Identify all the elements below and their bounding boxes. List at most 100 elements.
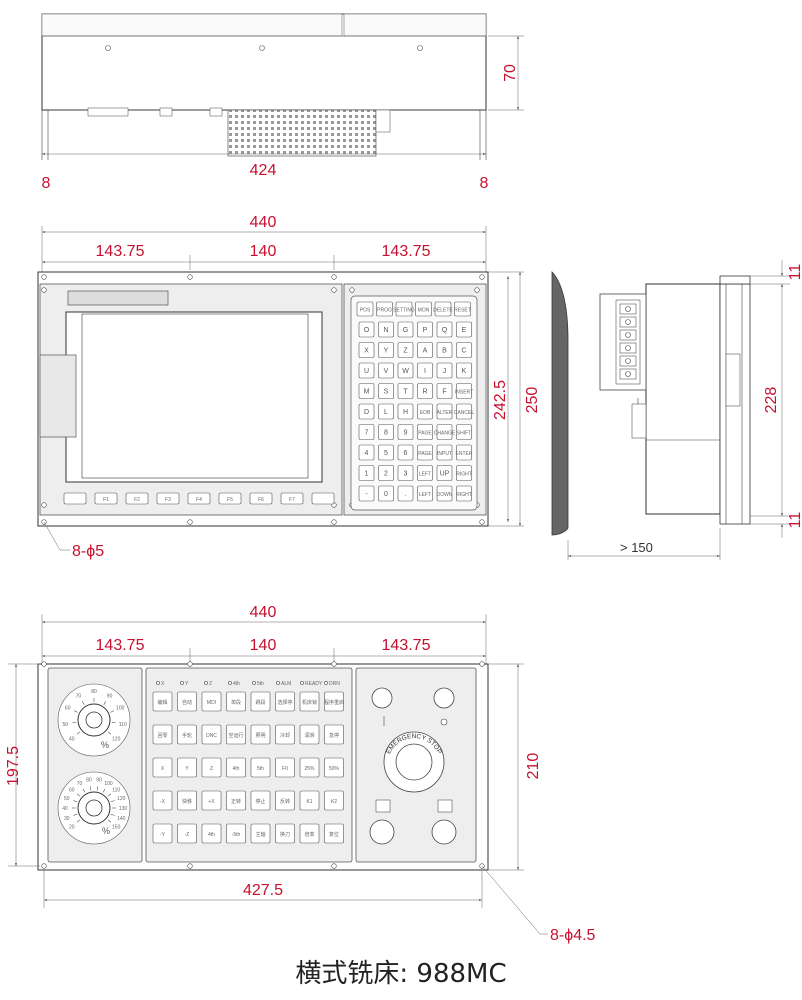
softkey-1[interactable] xyxy=(63,492,87,505)
softkey-5[interactable]: F4 xyxy=(187,492,211,505)
key-7-4[interactable]: UP xyxy=(436,465,453,481)
key-1-4[interactable]: B xyxy=(436,342,453,358)
key-2-5[interactable]: K xyxy=(456,362,472,379)
key-5-3[interactable]: PAGE xyxy=(417,424,433,440)
panel-key-2-6[interactable]: 25% xyxy=(299,757,320,778)
key-1-2[interactable]: Z xyxy=(397,342,414,358)
key-6-4[interactable]: INPUT xyxy=(436,444,453,461)
panel-key-3-4[interactable]: 停止 xyxy=(250,790,271,811)
panel-key-2-3[interactable]: 4th xyxy=(226,757,246,778)
panel-key-1-1[interactable]: 手轮 xyxy=(177,724,197,745)
key-3-5[interactable]: INSERT xyxy=(455,383,473,399)
emergency-stop-button[interactable]: EMERGENCY STOP xyxy=(383,731,445,793)
key-0-2[interactable]: G xyxy=(397,321,414,338)
panel-key-4-0[interactable]: -Y xyxy=(152,823,173,844)
panel-key-4-2[interactable]: 4th xyxy=(201,823,222,844)
panel-key-2-0[interactable]: X xyxy=(152,757,173,778)
key-6-3[interactable]: PAGE xyxy=(417,444,433,461)
key-3-0[interactable]: M xyxy=(358,383,375,399)
panel-key-0-7[interactable]: 程序重启 xyxy=(324,691,344,712)
panel-key-0-6[interactable]: 机床锁 xyxy=(299,691,320,712)
softkey-4[interactable]: F3 xyxy=(156,492,180,505)
key-8-0[interactable]: - xyxy=(358,485,375,502)
panel-key-1-6[interactable]: 润滑 xyxy=(299,724,320,745)
softkey-7[interactable]: F6 xyxy=(249,492,273,505)
key-7-2[interactable]: 3 xyxy=(397,465,414,481)
key-3-1[interactable]: S xyxy=(378,383,394,399)
panel-key-0-3[interactable]: 单段 xyxy=(226,691,246,712)
key-0-5[interactable]: E xyxy=(456,321,472,338)
key-1-3[interactable]: A xyxy=(417,342,433,358)
key-7-3[interactable]: LEFT xyxy=(417,465,433,481)
key-3-2[interactable]: T xyxy=(397,383,414,399)
func-key-mon[interactable]: MON xyxy=(415,301,432,317)
key-5-0[interactable]: 7 xyxy=(358,424,375,440)
key-4-1[interactable]: L xyxy=(378,403,394,420)
softkey-9[interactable] xyxy=(311,492,335,505)
panel-key-3-3[interactable]: 正转 xyxy=(226,790,246,811)
panel-key-4-3[interactable]: -5th xyxy=(226,823,246,844)
key-2-3[interactable]: I xyxy=(417,362,433,379)
key-6-5[interactable]: ENTER xyxy=(456,444,473,461)
panel-key-4-1[interactable]: -Z xyxy=(177,823,197,844)
key-7-0[interactable]: 1 xyxy=(358,465,375,481)
key-1-1[interactable]: Y xyxy=(378,342,394,358)
panel-key-3-6[interactable]: K1 xyxy=(299,790,320,811)
func-key-prog[interactable]: PROG xyxy=(376,301,393,317)
panel-key-3-1[interactable]: 快移 xyxy=(177,790,197,811)
key-0-4[interactable]: Q xyxy=(436,321,453,338)
key-6-1[interactable]: 5 xyxy=(378,444,394,461)
softkey-3[interactable]: F2 xyxy=(125,492,149,505)
panel-key-1-0[interactable]: 回零 xyxy=(152,724,173,745)
key-0-0[interactable]: O xyxy=(358,321,375,338)
key-8-2[interactable]: . xyxy=(397,485,414,502)
key-8-3[interactable]: LEFT xyxy=(417,485,433,502)
panel-key-3-5[interactable]: 反转 xyxy=(275,790,295,811)
key-2-2[interactable]: W xyxy=(397,362,414,379)
panel-key-0-0[interactable]: 编辑 xyxy=(152,691,173,712)
panel-key-1-4[interactable]: 照明 xyxy=(250,724,271,745)
key-4-2[interactable]: H xyxy=(397,403,414,420)
panel-key-2-1[interactable]: Y xyxy=(177,757,197,778)
func-key-delete[interactable]: DELETE xyxy=(433,301,453,317)
key-8-4[interactable]: DOWN xyxy=(437,485,453,502)
func-key-reset[interactable]: RESET xyxy=(454,301,471,317)
panel-key-4-7[interactable]: 复位 xyxy=(324,823,344,844)
panel-key-1-2[interactable]: DNC xyxy=(201,724,222,745)
key-5-5[interactable]: SHIFT xyxy=(456,424,472,440)
softkey-2[interactable]: F1 xyxy=(94,492,118,505)
key-6-2[interactable]: 6 xyxy=(397,444,414,461)
panel-key-3-0[interactable]: -X xyxy=(152,790,173,811)
key-4-4[interactable]: ALTER xyxy=(437,403,453,420)
panel-key-4-4[interactable]: 主轴 xyxy=(250,823,271,844)
panel-key-3-2[interactable]: +X xyxy=(201,790,222,811)
key-1-0[interactable]: X xyxy=(358,342,375,358)
panel-key-0-1[interactable]: 自动 xyxy=(177,691,197,712)
func-key-pos[interactable]: POS xyxy=(356,301,374,317)
key-0-3[interactable]: P xyxy=(417,321,433,338)
panel-key-1-5[interactable]: 冷却 xyxy=(275,724,295,745)
panel-key-2-5[interactable]: F0 xyxy=(275,757,295,778)
key-5-1[interactable]: 8 xyxy=(378,424,394,440)
key-4-5[interactable]: CANCEL xyxy=(454,403,475,420)
softkey-8[interactable]: F7 xyxy=(280,492,304,505)
panel-key-2-2[interactable]: Z xyxy=(201,757,222,778)
key-7-5[interactable]: RIGHT xyxy=(456,465,472,481)
key-8-1[interactable]: 0 xyxy=(378,485,394,502)
panel-key-0-4[interactable]: 跳段 xyxy=(250,691,271,712)
panel-key-3-7[interactable]: K2 xyxy=(324,790,344,811)
key-2-0[interactable]: U xyxy=(358,362,375,379)
panel-key-0-2[interactable]: MDI xyxy=(201,691,222,712)
key-3-4[interactable]: F xyxy=(436,383,453,399)
panel-key-2-4[interactable]: 5th xyxy=(250,757,271,778)
panel-key-4-5[interactable]: 换刀 xyxy=(275,823,295,844)
key-7-1[interactable]: 2 xyxy=(378,465,394,481)
panel-key-1-7[interactable]: 急停 xyxy=(324,724,344,745)
key-4-3[interactable]: EOB xyxy=(417,403,433,420)
key-2-1[interactable]: V xyxy=(378,362,394,379)
key-3-3[interactable]: R xyxy=(417,383,433,399)
key-1-5[interactable]: C xyxy=(456,342,472,358)
key-5-4[interactable]: CHANGE xyxy=(434,424,456,440)
